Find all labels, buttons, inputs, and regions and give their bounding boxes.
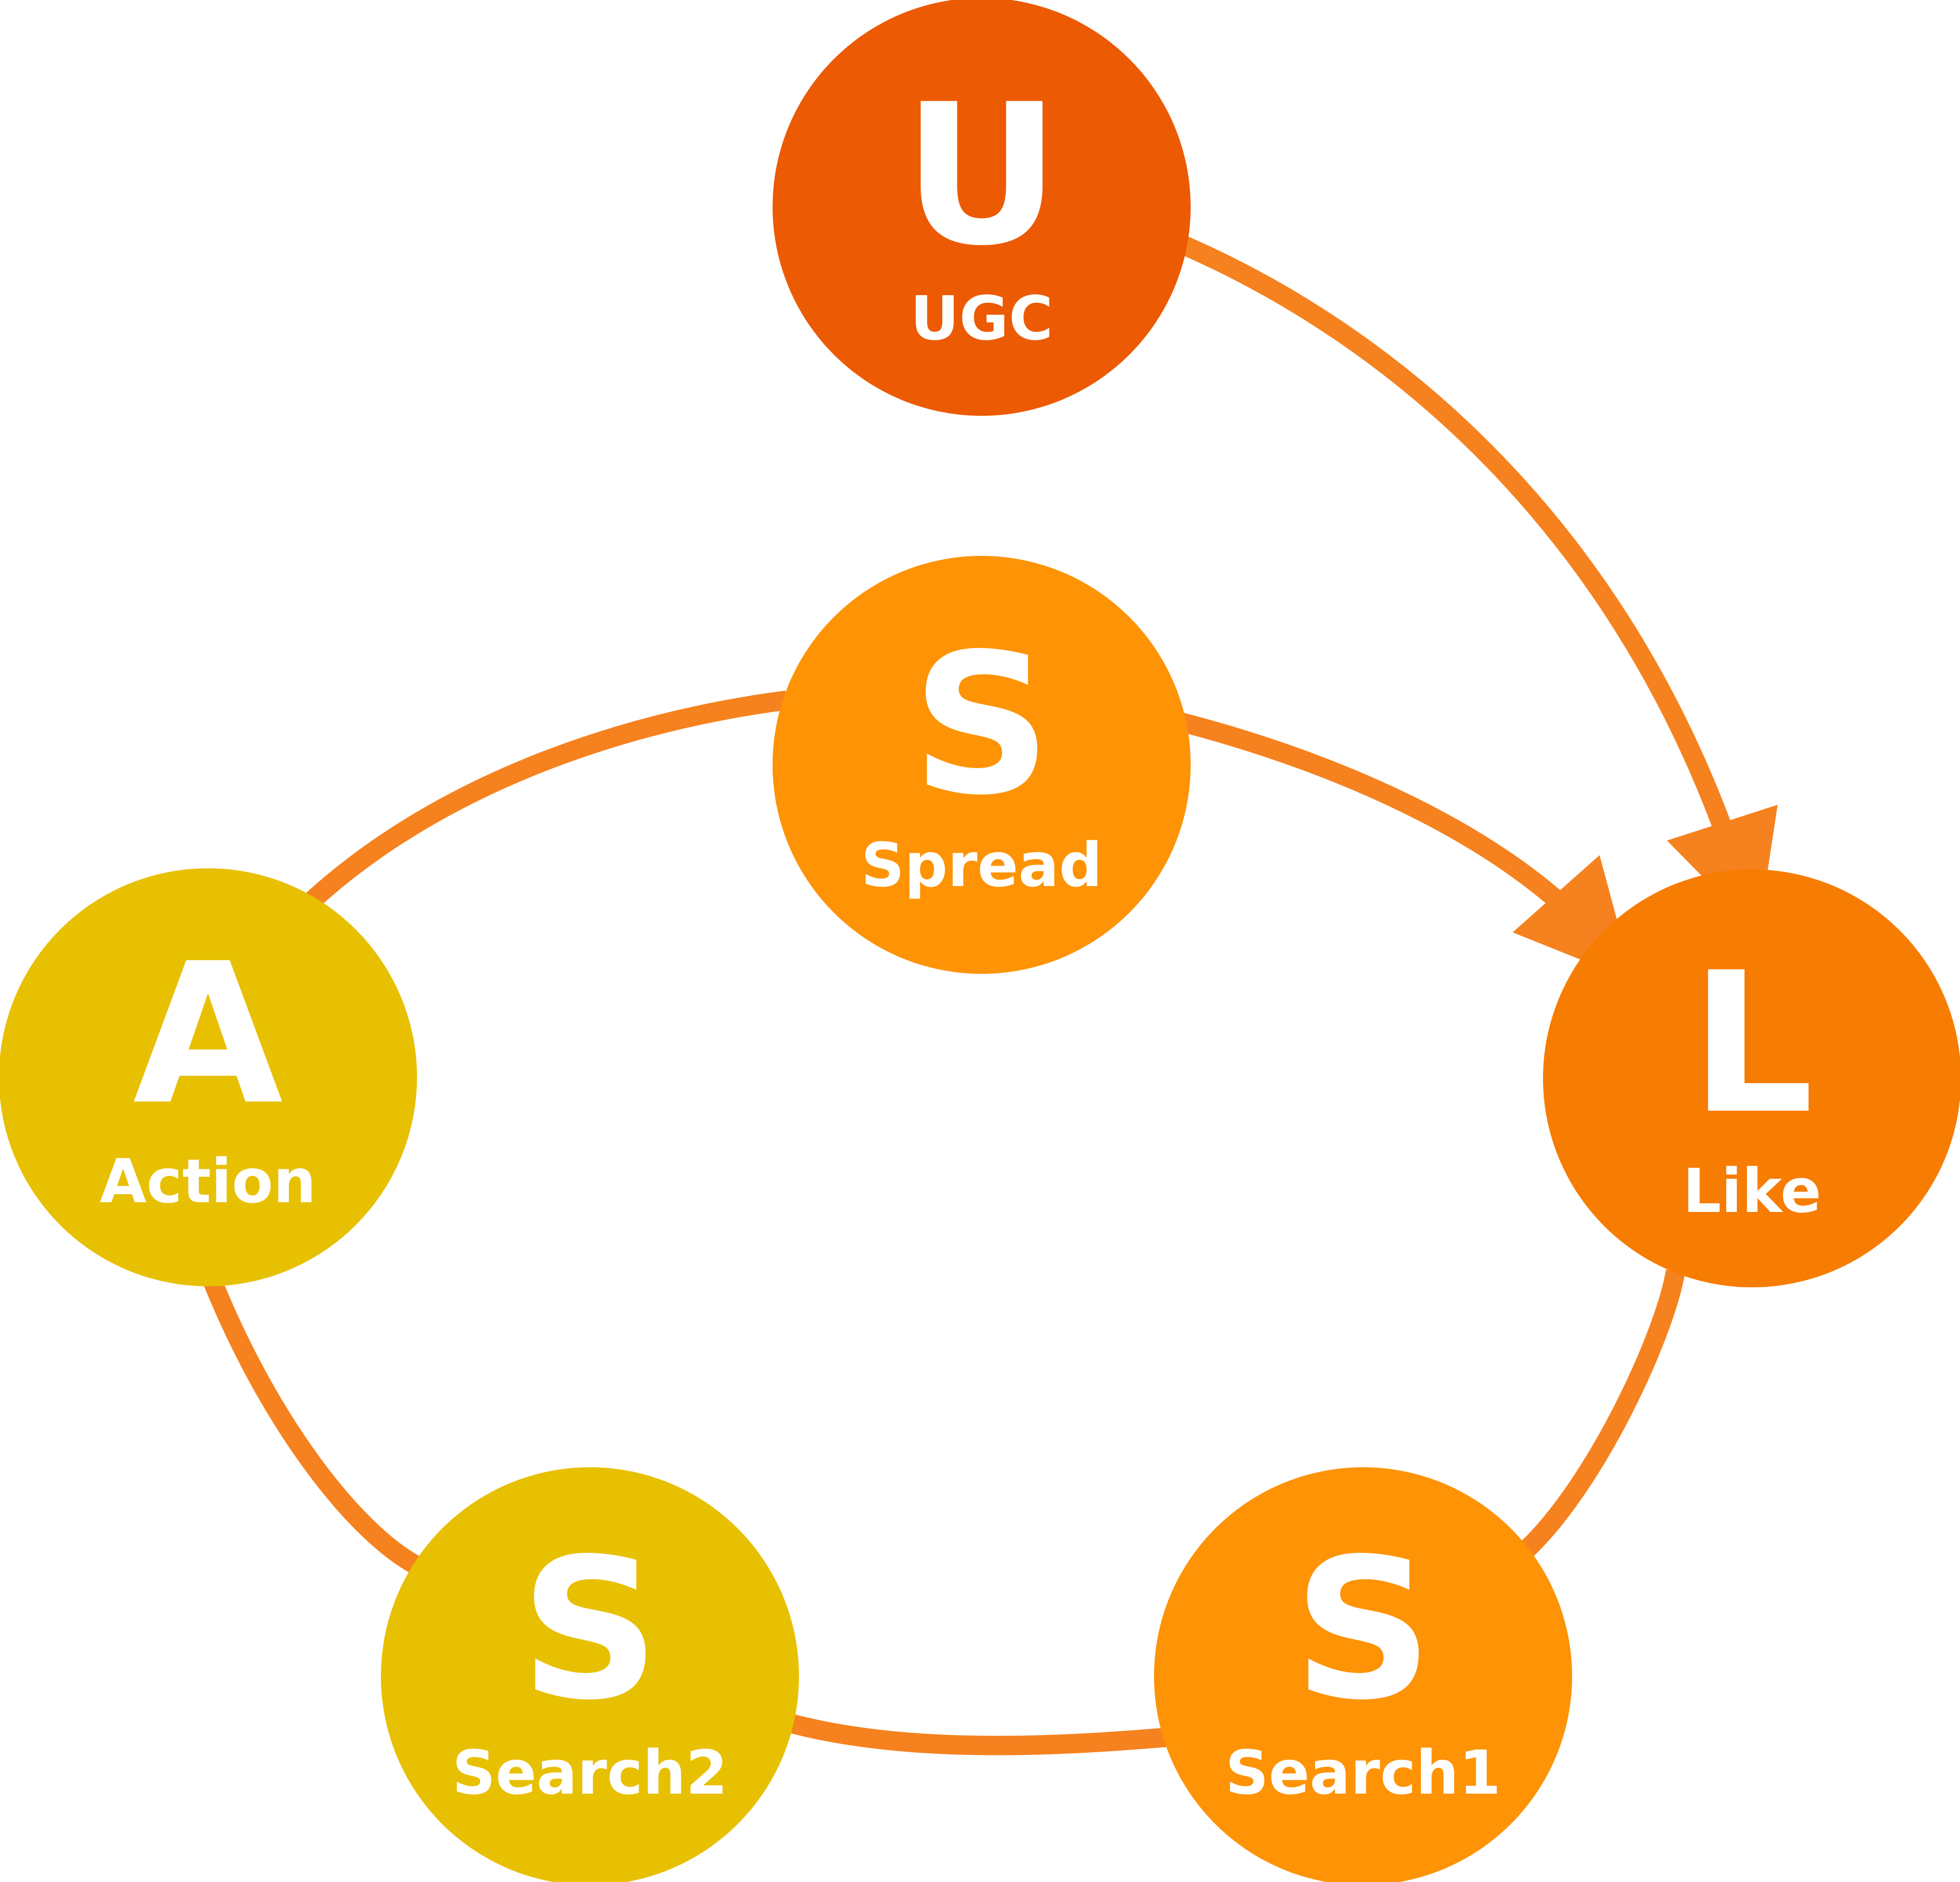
edge-ugc-to-like xyxy=(1176,234,1778,933)
node-ugc-circle xyxy=(773,0,1191,416)
node-search2: S Search2 xyxy=(381,1467,799,1882)
node-action: A Action xyxy=(0,868,417,1286)
node-search2-label: Search2 xyxy=(452,1738,728,1808)
edge-spread-to-action xyxy=(295,691,788,918)
node-spread-letter: S xyxy=(912,612,1051,838)
node-like-label: Like xyxy=(1683,1156,1821,1226)
node-like: L Like xyxy=(1543,869,1960,1287)
node-action-circle xyxy=(0,868,417,1286)
node-like-letter: L xyxy=(1690,931,1813,1156)
node-search1-label: Search1 xyxy=(1225,1738,1501,1808)
edge-spread-to-like xyxy=(1177,712,1634,981)
node-spread-circle xyxy=(773,556,1191,974)
edge-search1-to-like xyxy=(1518,1269,1685,1559)
node-search1-circle xyxy=(1154,1467,1572,1882)
node-search1-letter: S xyxy=(1293,1517,1433,1742)
node-action-label: Action xyxy=(100,1147,316,1217)
node-action-letter: A xyxy=(133,922,284,1147)
node-like-circle xyxy=(1543,869,1960,1287)
node-ugc-label: UGC xyxy=(910,284,1053,354)
connectors xyxy=(204,234,1778,1755)
node-search2-circle xyxy=(381,1467,799,1882)
node-ugc: U UGC xyxy=(773,0,1191,416)
node-ugc-letter: U xyxy=(903,62,1060,288)
node-spread-label: Spread xyxy=(861,831,1102,901)
node-search2-letter: S xyxy=(520,1517,659,1742)
node-search1: S Search1 xyxy=(1154,1467,1572,1882)
edge-action-to-search2 xyxy=(204,1278,425,1577)
edge-search2-to-search1 xyxy=(789,1714,1170,1755)
node-spread: S Spread xyxy=(773,556,1191,974)
